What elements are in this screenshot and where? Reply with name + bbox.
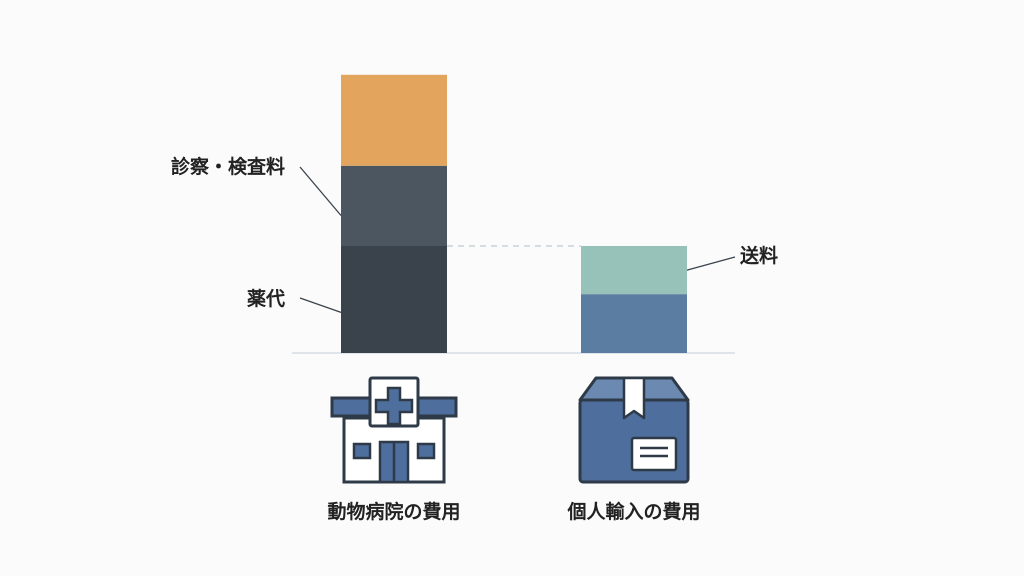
bar-segment-0-4 [341,74,447,166]
hospital-icon [330,376,458,484]
bar-segment-0-0 [341,246,447,353]
leader-line-0 [299,297,342,313]
bar-segment-0-2 [341,165,447,246]
category-label-1: 個人輸入の費用 [566,500,700,523]
package-box-icon-tape [622,376,646,420]
package-box-icon [578,376,690,484]
category-label-0: 動物病院の費用 [327,500,460,523]
leader-line-3 [686,256,736,271]
hospital-icon-window-left [352,442,372,460]
bar-segment-1-1 [581,294,687,353]
segment-label-3: 送料 [740,244,778,267]
segment-label-0: 薬代 [246,287,285,310]
bar-segment-1-3 [581,246,687,295]
hospital-icon-cross [374,386,414,426]
leader-line-2 [299,166,342,216]
segment-label-2: 診察・検査料 [171,155,285,178]
hospital-icon-window-right [416,442,436,460]
package-box-icon-label [630,436,678,472]
